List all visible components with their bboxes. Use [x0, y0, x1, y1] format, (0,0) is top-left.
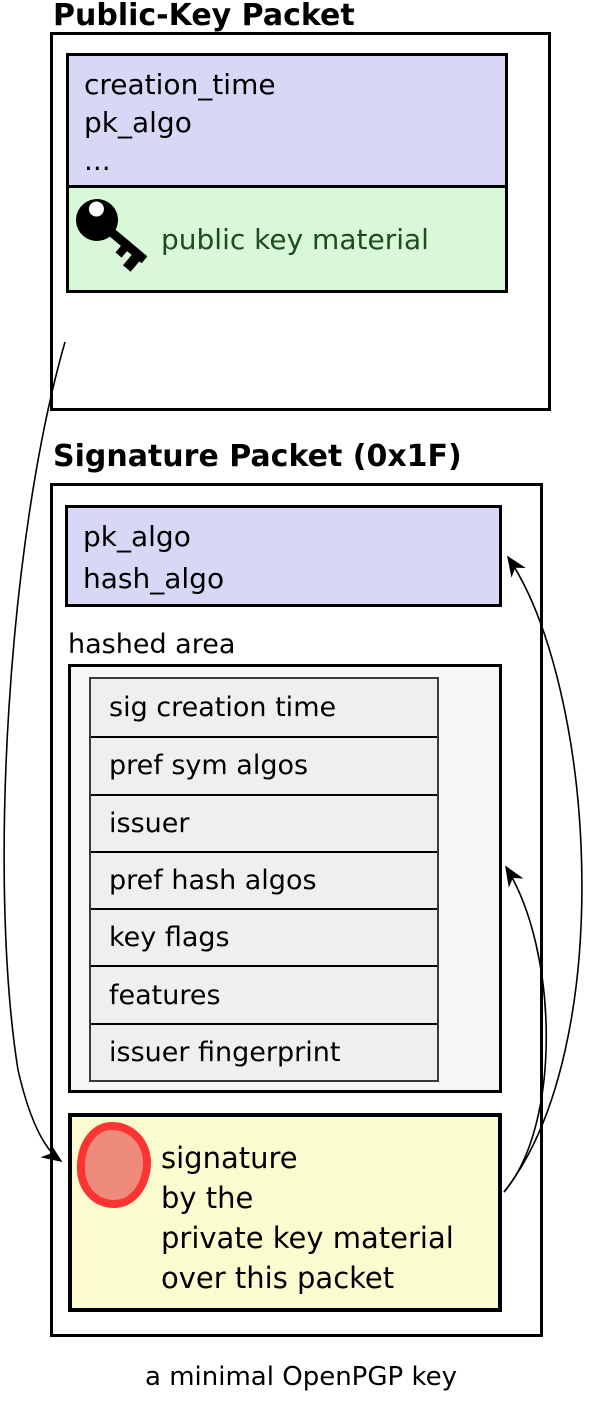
subpacket-issuer-fingerprint: issuer fingerprint: [91, 1022, 437, 1080]
subpacket-pref-hash-algos: pref hash algos: [91, 850, 437, 908]
subpacket-sig-creation-time: sig creation time: [109, 692, 337, 724]
signature-line-4: over this packet: [161, 1261, 395, 1295]
signature-value-box: [68, 1113, 502, 1312]
key-icon: [76, 199, 148, 272]
signature-fields-box: pk_algo hash_algo: [65, 505, 502, 607]
wax-seal-icon: [77, 1122, 151, 1208]
subpacket-features: features: [91, 965, 437, 1022]
subpacket-list: sig creation time pref sym algos issuer …: [89, 677, 439, 1082]
signature-packet-title: Signature Packet (0x1F): [53, 439, 462, 474]
subpacket-key-flags: key flags: [91, 908, 437, 965]
field-sig-pk-algo: pk_algo: [83, 520, 191, 553]
public-key-fields-box: creation_time pk_algo ...: [66, 53, 508, 188]
subpacket-issuer: issuer: [91, 793, 437, 851]
signature-line-2: by the: [161, 1181, 254, 1215]
field-ellipsis: ...: [84, 144, 111, 177]
public-key-packet-title: Public-Key Packet: [53, 0, 355, 33]
hashed-area-label: hashed area: [68, 629, 236, 660]
field-creation-time: creation_time: [84, 68, 276, 101]
public-key-material-label: public key material: [161, 222, 429, 256]
field-sig-hash-algo: hash_algo: [83, 562, 225, 595]
diagram-caption: a minimal OpenPGP key: [145, 1362, 457, 1392]
signature-line-1: signature: [161, 1141, 298, 1175]
public-key-material-box: public key material: [66, 185, 508, 293]
subpacket-pref-sym-algos: pref sym algos: [91, 736, 437, 793]
signature-line-3: private key material: [161, 1221, 454, 1255]
hashed-area-box: sig creation time pref sym algos issuer …: [68, 664, 502, 1093]
field-pk-algo: pk_algo: [84, 106, 192, 139]
signature-description: signature by the private key material ov…: [161, 1138, 454, 1298]
